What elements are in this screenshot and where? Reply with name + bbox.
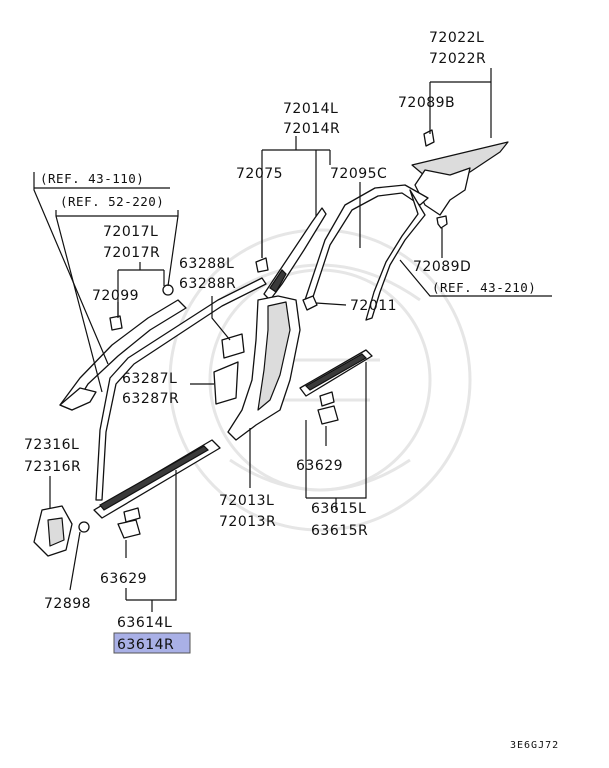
part-63629-right-clip xyxy=(317,391,339,425)
label-63615L[interactable]: 63615L xyxy=(311,501,366,517)
part-72898-clip xyxy=(78,521,90,533)
label-63614R[interactable]: 63614R xyxy=(117,637,174,653)
leader-lines xyxy=(33,68,552,612)
ref-52-220[interactable]: (REF. 52-220) xyxy=(60,194,164,209)
part-72017-clip xyxy=(162,284,174,296)
part-labels: 72022L 72022R 72089B 72014L 72014R 72075… xyxy=(24,30,559,751)
label-72898[interactable]: 72898 xyxy=(44,596,91,612)
label-72013L[interactable]: 72013L xyxy=(219,493,274,509)
label-72022L[interactable]: 72022L xyxy=(429,30,484,46)
label-72014R[interactable]: 72014R xyxy=(283,121,340,137)
part-72089b-clip xyxy=(423,129,435,147)
part-63614-scuff-plate xyxy=(93,439,221,519)
part-front-weatherstrip xyxy=(95,277,267,501)
part-72017-pillar-trim xyxy=(59,299,187,411)
diagram-code: 3E6GJ72 xyxy=(510,740,559,751)
ref-43-110[interactable]: (REF. 43-110) xyxy=(40,171,144,186)
part-72316-cowl-trim xyxy=(33,505,73,557)
part-72011-clip xyxy=(302,295,318,311)
part-72099-clip xyxy=(109,315,123,331)
label-63629-right[interactable]: 63629 xyxy=(296,458,343,474)
label-72014L[interactable]: 72014L xyxy=(283,101,338,117)
part-72014-pillar-trim xyxy=(263,207,327,301)
highlight-63614R xyxy=(113,632,191,654)
part-72022-garnish xyxy=(411,141,509,216)
label-63288R[interactable]: 63288R xyxy=(179,276,236,292)
label-63629-left[interactable]: 63629 xyxy=(100,571,147,587)
label-72099[interactable]: 72099 xyxy=(92,288,139,304)
label-72017R[interactable]: 72017R xyxy=(103,245,160,261)
label-72017L[interactable]: 72017L xyxy=(103,224,158,240)
label-72316R[interactable]: 72316R xyxy=(24,459,81,475)
label-63614L[interactable]: 63614L xyxy=(117,615,172,631)
part-72095c-weatherstrip xyxy=(304,184,429,321)
label-72011[interactable]: 72011 xyxy=(350,298,397,314)
part-72075-clip xyxy=(255,257,269,273)
label-63288L[interactable]: 63288L xyxy=(179,256,234,272)
ref-43-210[interactable]: (REF. 43-210) xyxy=(432,280,536,295)
part-72089d-clip xyxy=(436,215,448,229)
part-72013-lower-trim xyxy=(227,295,301,441)
part-63615-scuff-plate xyxy=(299,349,373,397)
label-63287L[interactable]: 63287L xyxy=(122,371,177,387)
label-72316L[interactable]: 72316L xyxy=(24,437,79,453)
label-72095C[interactable]: 72095C xyxy=(330,166,387,182)
label-72022R[interactable]: 72022R xyxy=(429,51,486,67)
label-63615R[interactable]: 63615R xyxy=(311,523,368,539)
label-63287R[interactable]: 63287R xyxy=(122,391,179,407)
part-63629-left-clip xyxy=(117,507,141,539)
part-63287-cover xyxy=(213,361,239,405)
label-72075[interactable]: 72075 xyxy=(236,166,283,182)
label-72089B[interactable]: 72089B xyxy=(398,95,455,111)
part-63288-cover xyxy=(221,333,245,359)
label-72089D[interactable]: 72089D xyxy=(413,259,471,275)
label-72013R[interactable]: 72013R xyxy=(219,514,276,530)
